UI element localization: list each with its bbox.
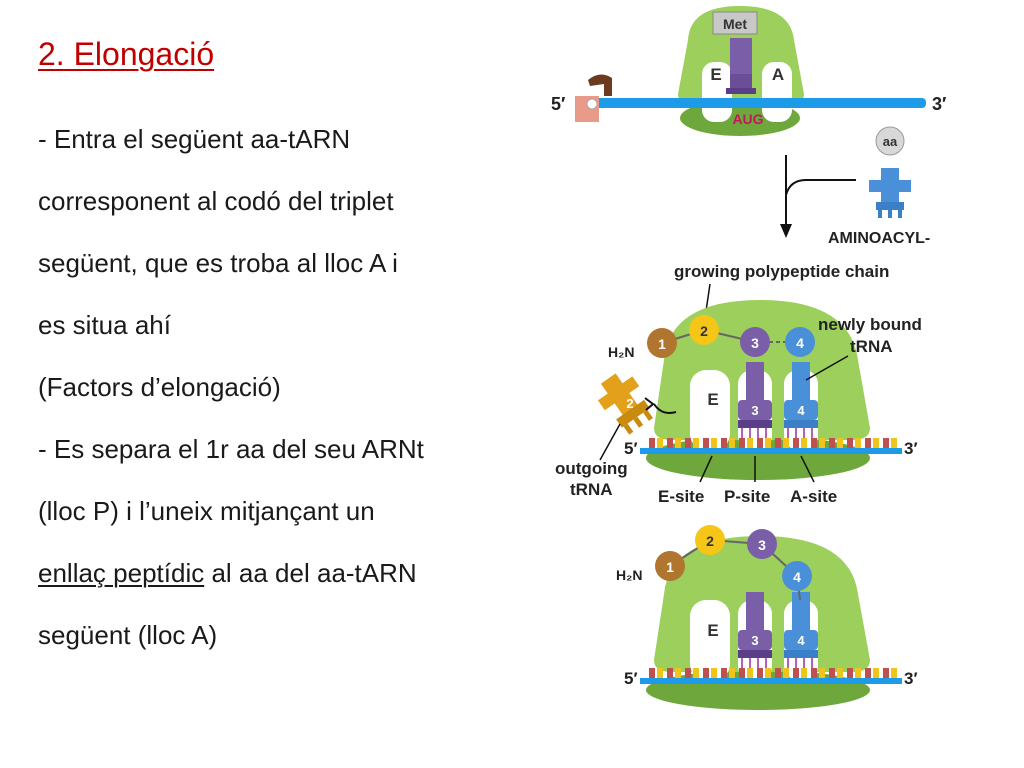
bottom-e-label: E bbox=[707, 621, 718, 640]
top-met-box bbox=[712, 11, 758, 35]
top-three-prime: 3′ bbox=[932, 94, 946, 114]
mid-trna-a-num: 4 bbox=[797, 403, 805, 418]
mid-trna-p-num: 3 bbox=[751, 403, 758, 418]
incoming-aa-label: aa bbox=[883, 134, 898, 149]
slide-title: 2. Elongació bbox=[38, 36, 215, 72]
mid-aa-3 bbox=[740, 327, 770, 357]
bottom-aa-3-num: 3 bbox=[758, 537, 766, 553]
bottom-h2n-label: H₂N bbox=[616, 567, 642, 583]
top-mrna bbox=[590, 98, 926, 108]
body-line-7: (lloc P) i l’uneix mitjançant un bbox=[38, 496, 375, 526]
top-met-label: Met bbox=[723, 16, 747, 32]
top-e-label: E bbox=[710, 65, 721, 84]
body-line-6: - Es separa el 1r aa del seu ARNt bbox=[38, 434, 424, 464]
body-line-9: següent (lloc A) bbox=[38, 620, 218, 650]
mid-e-label: E bbox=[707, 390, 718, 409]
mid-aa-4-num: 4 bbox=[796, 335, 804, 351]
e-site-label: E-site bbox=[658, 487, 704, 506]
bottom-aa-4 bbox=[782, 561, 812, 591]
bottom-panel: E 3 4 5′ 3′ 1 2 3 4 H₂N bbox=[616, 525, 918, 710]
mid-aa-4 bbox=[785, 327, 815, 357]
mid-e-slot bbox=[690, 370, 730, 450]
incoming-aa-ball bbox=[875, 126, 905, 156]
bottom-trna-a-num: 4 bbox=[797, 633, 805, 648]
mid-three-prime: 3′ bbox=[904, 439, 918, 458]
outgoing-trna bbox=[597, 373, 653, 435]
bottom-aa-3 bbox=[747, 529, 777, 559]
bottom-mrna-bases bbox=[648, 668, 900, 680]
mid-aa-2-num: 2 bbox=[700, 323, 708, 339]
bottom-aa-2-num: 2 bbox=[706, 533, 714, 549]
bottom-five-prime: 5′ bbox=[624, 669, 638, 688]
bottom-e-slot bbox=[690, 600, 730, 680]
bottom-aa-4-num: 4 bbox=[793, 569, 801, 585]
outgoing-line2: tRNA bbox=[570, 480, 613, 499]
top-a-label: A bbox=[772, 65, 784, 84]
mid-mrna-bases bbox=[648, 438, 900, 450]
top-five-prime: 5′ bbox=[551, 94, 565, 114]
outgoing-line1: outgoing bbox=[555, 459, 628, 478]
bottom-three-prime: 3′ bbox=[904, 669, 918, 688]
outgoing-trna-num: 2 bbox=[626, 396, 633, 411]
newly-bound-line1: newly bound bbox=[818, 315, 922, 334]
body-line-5: (Factors d’elongació) bbox=[38, 372, 281, 402]
mid-aa-2 bbox=[689, 315, 719, 345]
aminoacyl-label: AMINOACYL- bbox=[828, 230, 930, 247]
mid-aa-1-num: 1 bbox=[658, 336, 666, 352]
body-line-8-rest: al aa del aa-tARN bbox=[204, 558, 417, 588]
top-initiator-trna bbox=[730, 38, 752, 78]
newly-bound-line2: tRNA bbox=[850, 337, 893, 356]
mid-h2n-label: H₂N bbox=[608, 344, 634, 360]
bottom-trna-p-num: 3 bbox=[751, 633, 758, 648]
body-line-3: següent, que es troba al lloc A i bbox=[38, 248, 398, 278]
p-site-label: P-site bbox=[724, 487, 770, 506]
incoming-trna bbox=[881, 168, 899, 204]
body-line-8: enllaç peptídic al aa del aa-tARN bbox=[38, 542, 508, 604]
slide-body: - Entra el següent aa-tARN corresponent … bbox=[38, 108, 508, 666]
bottom-mrna bbox=[640, 678, 902, 684]
mid-mrna bbox=[640, 448, 902, 454]
mid-aa-1 bbox=[647, 328, 677, 358]
body-line-2: corresponent al codó del triplet bbox=[38, 186, 394, 216]
top-panel: E A Met 5′ 3′ AUG aa AMINOACYL- bbox=[551, 6, 946, 247]
mid-five-prime: 5′ bbox=[624, 439, 638, 458]
bottom-aa-1 bbox=[655, 551, 685, 581]
middle-panel: growing polypeptide chain E 3 4 5′ bbox=[555, 262, 922, 506]
top-codon-label: AUG bbox=[732, 111, 763, 127]
body-line-1: - Entra el següent aa-tARN bbox=[38, 124, 351, 154]
body-line-4: es situa ahí bbox=[38, 310, 171, 340]
bottom-aa-1-num: 1 bbox=[666, 559, 674, 575]
a-site-label: A-site bbox=[790, 487, 837, 506]
bottom-aa-2 bbox=[695, 525, 725, 555]
mid-aa-3-num: 3 bbox=[751, 335, 759, 351]
top-cap-hook bbox=[588, 74, 612, 96]
peptide-bond-term: enllaç peptídic bbox=[38, 558, 205, 588]
growing-chain-label: growing polypeptide chain bbox=[674, 262, 889, 281]
